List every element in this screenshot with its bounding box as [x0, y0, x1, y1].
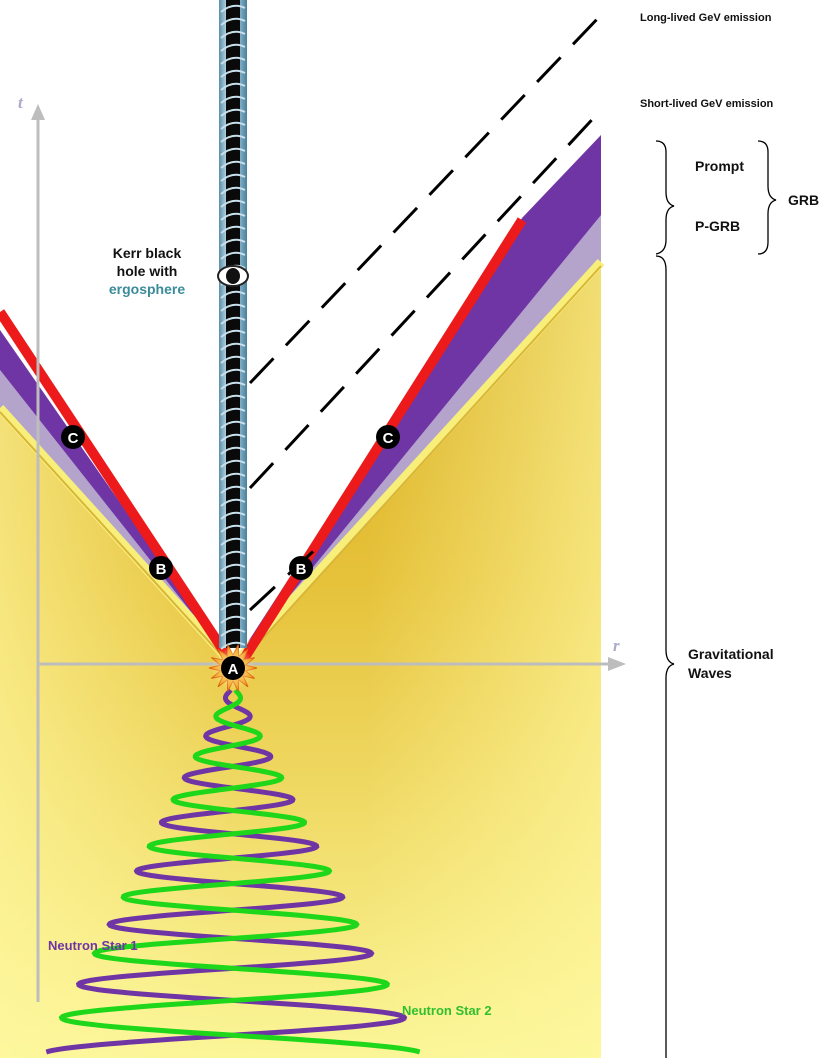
- svg-text:A: A: [228, 661, 239, 678]
- neutron-star-1-label: Neutron Star 1: [48, 938, 138, 953]
- neutron-star-1-trajectory: [45, 688, 408, 1055]
- t-axis: [31, 104, 45, 1002]
- neutron-star-2-label: Neutron Star 2: [402, 1003, 492, 1018]
- emission-line-lower: [248, 543, 322, 612]
- event-c-right-marker: C: [376, 425, 400, 449]
- black-hole-label-line3: ergosphere: [109, 281, 185, 297]
- black-hole-label-line2: hole with: [117, 263, 178, 279]
- event-b-left-marker: B: [149, 556, 173, 580]
- event-c-left-marker: C: [61, 425, 85, 449]
- ergosphere-eye-icon: [217, 265, 249, 287]
- gravitational-waves-label-line1: Gravitational: [688, 646, 774, 662]
- svg-text:B: B: [156, 561, 167, 578]
- grb-brace: [757, 140, 777, 255]
- prompt-brace: [655, 140, 675, 255]
- short-lived-emission-line: [248, 108, 603, 490]
- right-yellow-edge: [229, 258, 605, 669]
- kerr-black-hole-column: [219, 0, 247, 650]
- neutron-star-2-trajectory: [58, 688, 421, 1055]
- r-axis: [38, 657, 626, 671]
- r-axis-label: r: [613, 636, 620, 655]
- event-a-marker: A: [221, 656, 245, 680]
- long-lived-emission-label: Long-lived GeV emission: [640, 12, 772, 24]
- event-b-right-marker: B: [289, 556, 313, 580]
- prompt-label: Prompt: [695, 158, 744, 174]
- short-lived-emission-label: Short-lived GeV emission: [640, 98, 774, 110]
- black-hole-label-line1: Kerr black: [113, 245, 182, 261]
- long-lived-emission-line: [248, 13, 603, 385]
- svg-text:C: C: [383, 430, 394, 447]
- gravitational-waves-label-line2: Waves: [688, 665, 732, 681]
- pgrb-label: P-GRB: [695, 218, 740, 234]
- grb-label: GRB: [788, 192, 819, 208]
- svg-text:B: B: [296, 561, 307, 578]
- gravitational-waves-brace: [655, 255, 675, 1058]
- t-axis-label: t: [18, 93, 24, 112]
- future-region: [0, 0, 601, 665]
- svg-text:C: C: [68, 430, 79, 447]
